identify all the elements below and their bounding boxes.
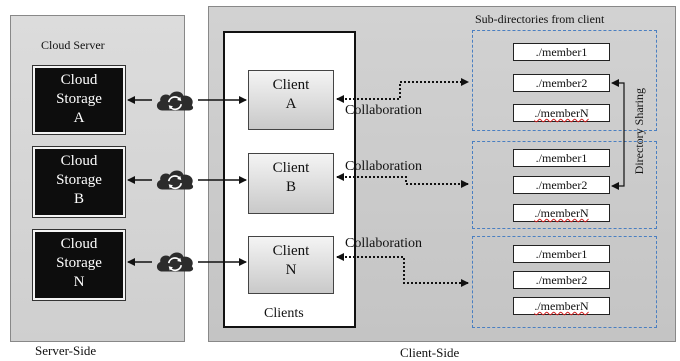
directory-sharing-bracket (611, 79, 625, 190)
member1-a: ./member1 (513, 43, 610, 61)
subdir-group-b (472, 141, 657, 229)
client-a-line1: Client (272, 77, 310, 93)
clients-label: Clients (264, 306, 304, 321)
collaboration-label-a: Collaboration (345, 103, 422, 118)
client-a: Client A (248, 70, 334, 130)
client-side-caption: Client-Side (400, 345, 460, 360)
cloud-sync-icon-b (156, 169, 194, 191)
client-n: Client N (248, 236, 334, 294)
member2-a: ./member2 (513, 74, 610, 92)
cloud-storage-n: Cloud Storage N (32, 229, 126, 301)
server-side-caption: Server-Side (35, 343, 97, 358)
memberN-a: ./memberN (513, 104, 610, 122)
member2-b: ./member2 (513, 176, 610, 194)
storage-a-line3: A (73, 110, 85, 126)
collaboration-link-a (336, 78, 469, 103)
client-a-line2: A (285, 96, 297, 112)
cloud-sync-icon-n (156, 251, 194, 273)
storage-n-line1: Cloud (60, 236, 98, 252)
cloud-storage-b: Cloud Storage B (32, 146, 126, 218)
client-b: Client B (248, 153, 334, 214)
subdir-title: Sub-directories from client (475, 12, 605, 26)
collaboration-label-n: Collaboration (345, 236, 422, 251)
storage-b-line2: Storage (56, 172, 102, 188)
client-b-line1: Client (272, 160, 310, 176)
collaboration-label-b: Collaboration (345, 159, 422, 174)
subdir-group-n (472, 236, 657, 328)
cloud-sync-icon-a (156, 90, 194, 112)
storage-n-line2: Storage (56, 255, 102, 271)
member1-n: ./member1 (513, 245, 610, 263)
collaboration-link-n (336, 253, 469, 287)
client-n-line1: Client (272, 243, 310, 259)
cloud-storage-a: Cloud Storage A (32, 65, 126, 135)
collaboration-link-b (336, 173, 469, 188)
cloud-server-label: Cloud Server (41, 38, 105, 52)
storage-b-line3: B (73, 191, 84, 207)
storage-b-line1: Cloud (60, 153, 98, 169)
storage-a-line1: Cloud (60, 72, 98, 88)
memberN-b: ./memberN (513, 204, 610, 222)
storage-n-line3: N (73, 274, 85, 290)
client-b-line2: B (285, 179, 296, 195)
memberN-n: ./memberN (513, 297, 610, 315)
member2-n: ./member2 (513, 271, 610, 289)
subdir-group-a (472, 30, 657, 131)
storage-a-line2: Storage (56, 91, 102, 107)
client-n-line2: N (285, 262, 297, 278)
member1-b: ./member1 (513, 149, 610, 167)
